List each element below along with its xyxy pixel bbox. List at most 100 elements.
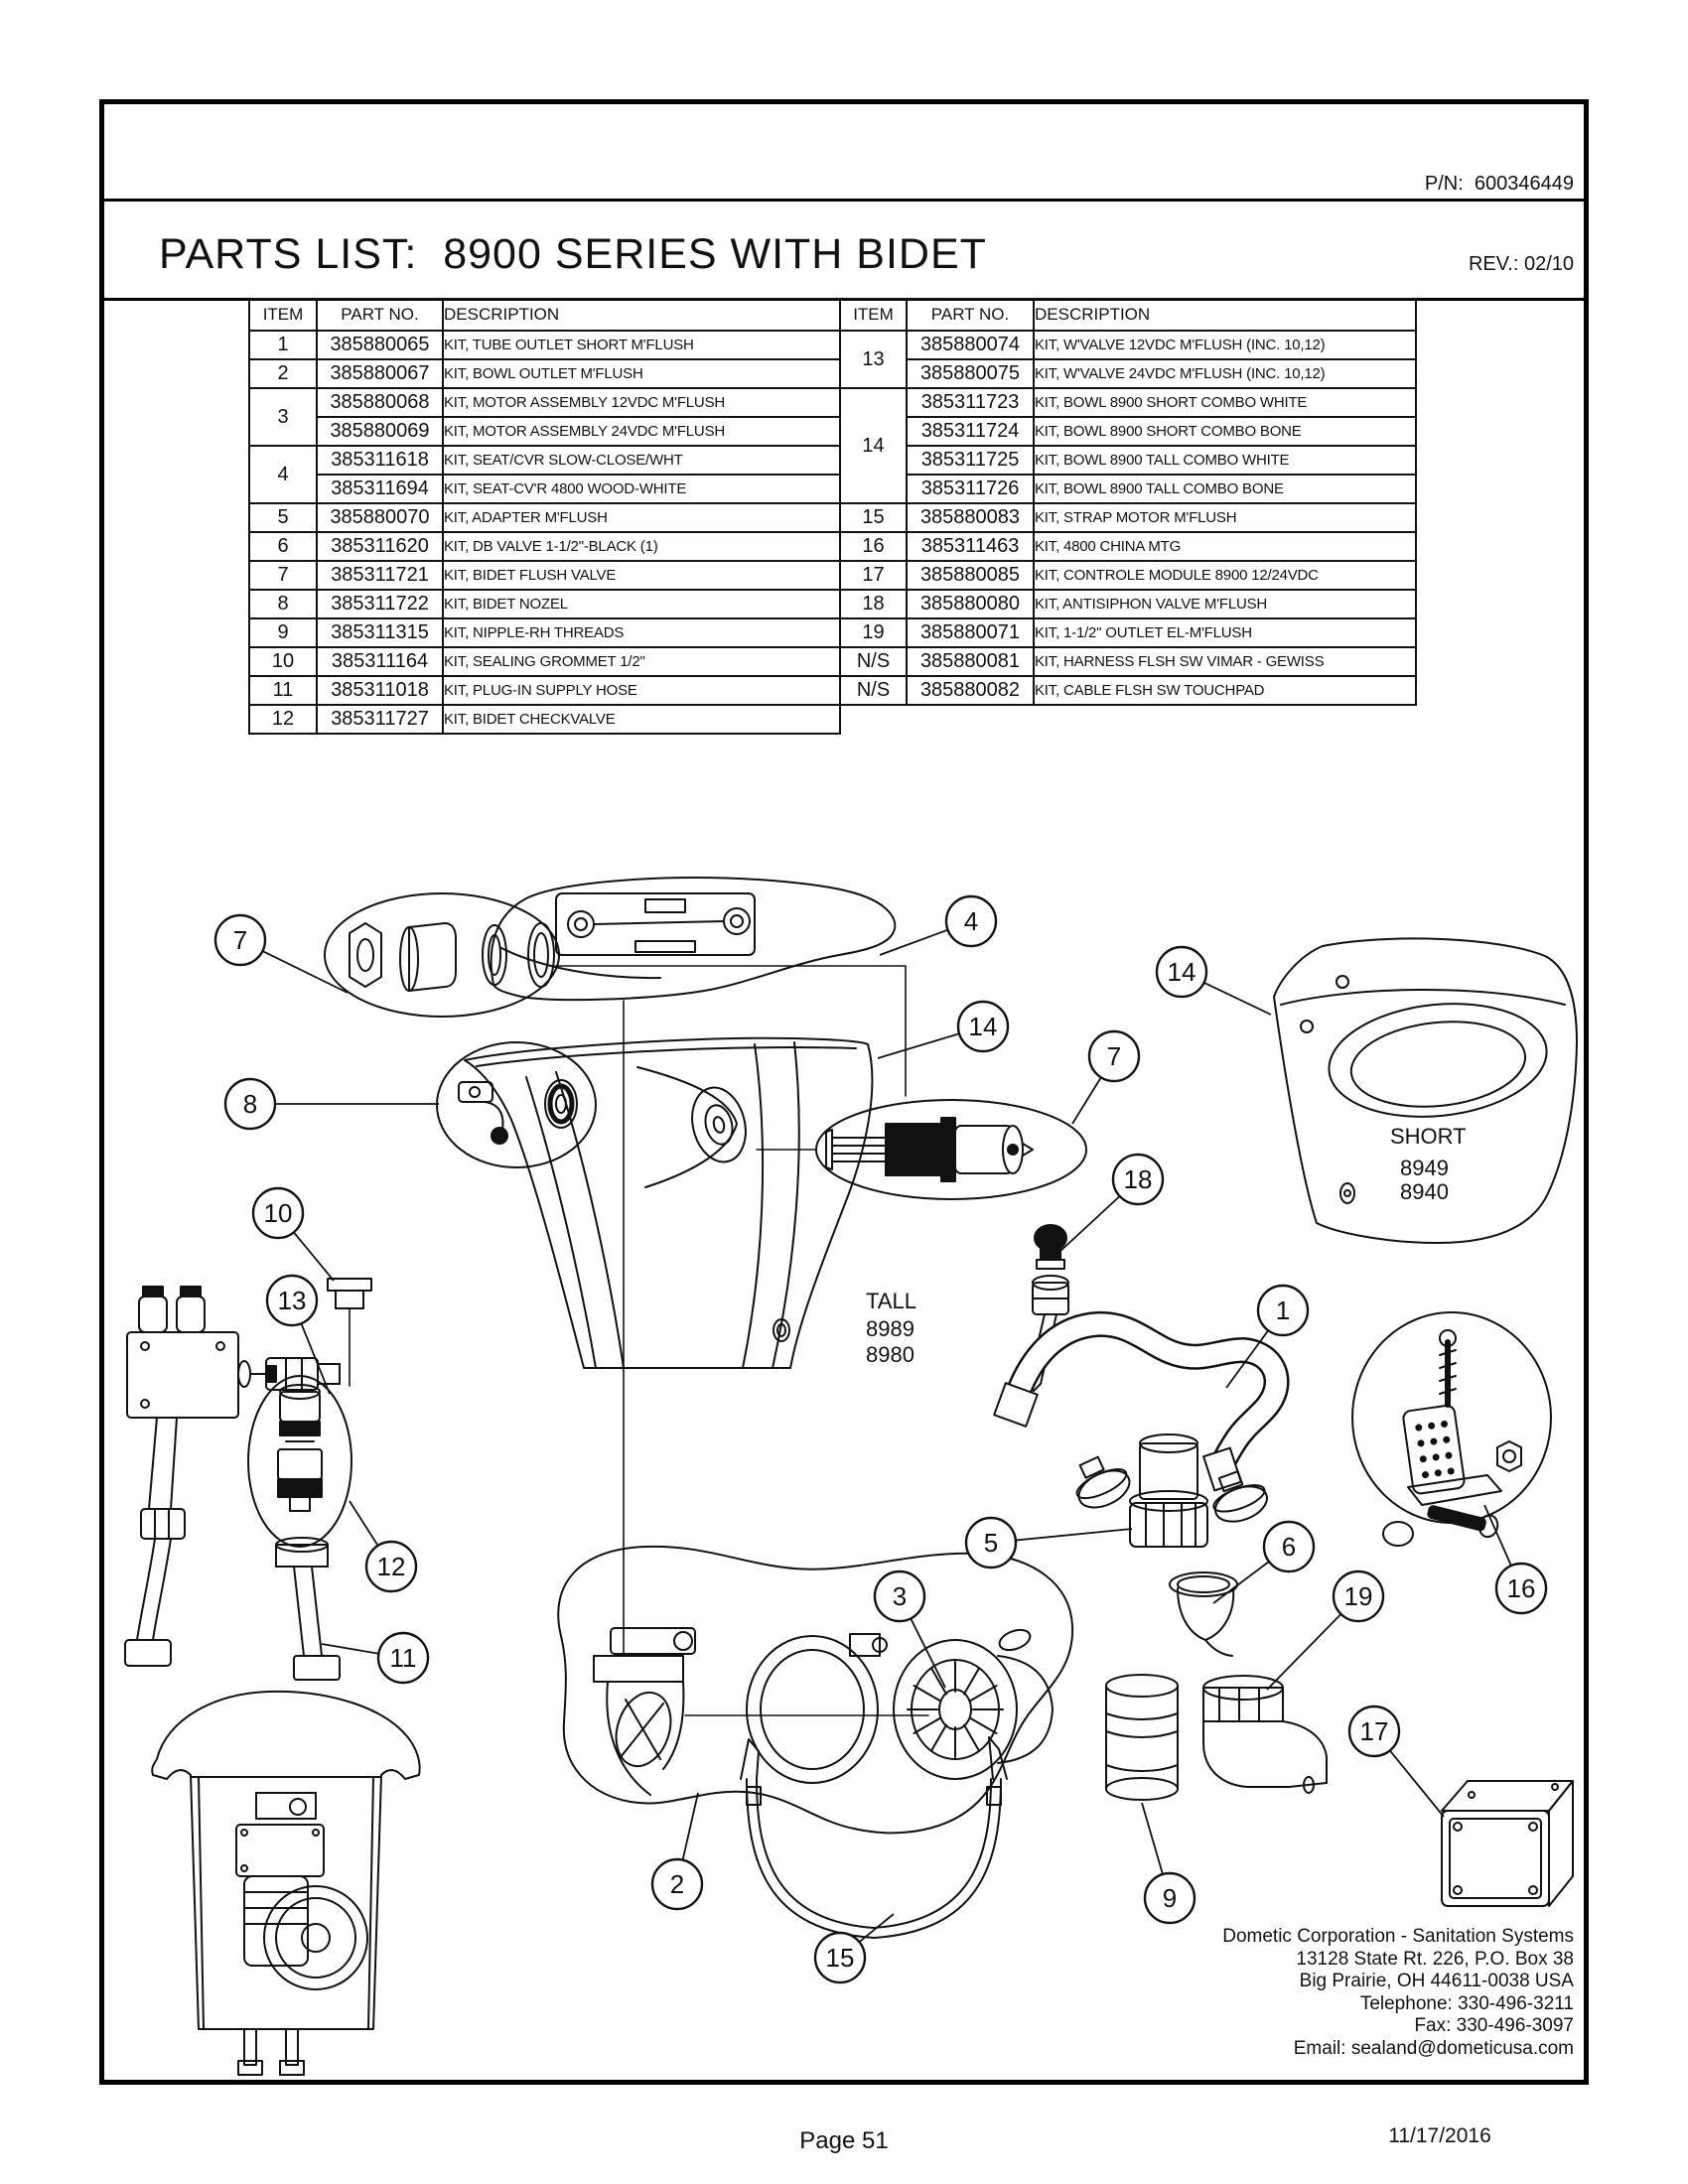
header-divider-line: [99, 199, 1589, 202]
description-cell: KIT, BIDET FLUSH VALVE: [442, 560, 841, 591]
part-no-cell: 385311315: [316, 617, 444, 648]
description-cell: KIT, BOWL OUTLET M'FLUSH: [442, 358, 841, 389]
part-no-cell: 385880085: [906, 560, 1035, 591]
description-cell: KIT, MOTOR ASSEMBLY 12VDC M'FLUSH: [442, 387, 841, 418]
description-cell: KIT, W'VALVE 24VDC M'FLUSH (INC. 10,12): [1033, 358, 1417, 389]
description-cell: KIT, MOTOR ASSEMBLY 24VDC M'FLUSH: [442, 416, 841, 447]
description-cell: KIT, ADAPTER M'FLUSH: [442, 502, 841, 533]
col-header-description: DESCRIPTION: [1033, 298, 1417, 332]
description-cell: KIT, DB VALVE 1-1/2"-BLACK (1): [442, 531, 841, 562]
description-cell: KIT, ANTISIPHON VALVE M'FLUSH: [1033, 589, 1417, 619]
part-no-cell: 385311726: [906, 474, 1035, 504]
part-no-cell: 385311463: [906, 531, 1035, 562]
item-cell: 15: [839, 502, 908, 533]
description-cell: KIT, PLUG-IN SUPPLY HOSE: [442, 675, 841, 706]
col-header-item: ITEM: [248, 298, 318, 332]
table-header-row: ITEM PART NO. DESCRIPTION: [839, 298, 1417, 332]
part-no-cell: 385311164: [316, 646, 444, 677]
address-line: Big Prairie, OH 44611-0038 USA: [1299, 1971, 1574, 1991]
part-number-block: P/N: 600346449 REV.: 02/10: [1092, 117, 1574, 332]
part-no-cell: 385880082: [906, 675, 1035, 706]
rev-line: REV.: 02/10: [1468, 253, 1574, 275]
part-no-cell: 385880071: [906, 617, 1035, 648]
item-cell: 7: [248, 560, 318, 591]
description-cell: KIT, BOWL 8900 TALL COMBO WHITE: [1033, 445, 1417, 476]
description-cell: KIT, BOWL 8900 SHORT COMBO WHITE: [1033, 387, 1417, 418]
description-cell: KIT, CONTROLE MODULE 8900 12/24VDC: [1033, 560, 1417, 591]
page-border-frame: [99, 99, 1589, 2085]
part-no-cell: 385880065: [316, 330, 444, 360]
description-cell: KIT, 4800 CHINA MTG: [1033, 531, 1417, 562]
description-cell: KIT, TUBE OUTLET SHORT M'FLUSH: [442, 330, 841, 360]
col-header-description: DESCRIPTION: [442, 298, 841, 332]
part-no-cell: 385880067: [316, 358, 444, 389]
item-cell: 14: [839, 387, 908, 504]
description-cell: KIT, NIPPLE-RH THREADS: [442, 617, 841, 648]
part-no-cell: 385311721: [316, 560, 444, 591]
part-no-cell: 385880080: [906, 589, 1035, 619]
item-cell: 12: [248, 704, 318, 735]
item-cell: 5: [248, 502, 318, 533]
address-line: Telephone: 330-496-3211: [1359, 1992, 1574, 2014]
pn-line: P/N: 600346449: [1424, 173, 1574, 195]
address-line: Fax: 330-496-3097: [1414, 2015, 1574, 2036]
description-cell: KIT, SEAT/CVR SLOW-CLOSE/WHT: [442, 445, 841, 476]
description-cell: KIT, STRAP MOTOR M'FLUSH: [1033, 502, 1417, 533]
company-address-block: Dometic Corporation - Sanitation Systems…: [993, 1926, 1574, 2060]
part-no-cell: 385880068: [316, 387, 444, 418]
part-no-cell: 385311727: [316, 704, 444, 735]
description-cell: KIT, BIDET NOZEL: [442, 589, 841, 619]
item-cell: 2: [248, 358, 318, 389]
footer-page-number: Page 51: [799, 2127, 889, 2154]
item-cell: 17: [839, 560, 908, 591]
item-cell: 4: [248, 445, 318, 504]
item-cell: 18: [839, 589, 908, 619]
item-cell: 19: [839, 617, 908, 648]
part-no-cell: 385311694: [316, 474, 444, 504]
item-cell: 13: [839, 330, 908, 389]
item-cell: 11: [248, 675, 318, 706]
item-cell: 10: [248, 646, 318, 677]
part-no-cell: 385311724: [906, 416, 1035, 447]
address-line: 13128 State Rt. 226, P.O. Box 38: [1296, 1948, 1574, 1970]
page-title: PARTS LIST: 8900 SERIES WITH BIDET: [159, 230, 987, 278]
item-cell: N/S: [839, 646, 908, 677]
description-cell: KIT, BOWL 8900 SHORT COMBO BONE: [1033, 416, 1417, 447]
item-cell: 9: [248, 617, 318, 648]
description-cell: KIT, CABLE FLSH SW TOUCHPAD: [1033, 675, 1417, 706]
item-cell: 8: [248, 589, 318, 619]
description-cell: KIT, SEALING GROMMET 1/2": [442, 646, 841, 677]
description-cell: KIT, W'VALVE 12VDC M'FLUSH (INC. 10,12): [1033, 330, 1417, 360]
part-no-cell: 385311620: [316, 531, 444, 562]
description-cell: KIT, HARNESS FLSH SW VIMAR - GEWISS: [1033, 646, 1417, 677]
address-line: Email: sealand@dometicusa.com: [1293, 2037, 1574, 2059]
part-no-cell: 385880069: [316, 416, 444, 447]
table-header-row: ITEM PART NO. DESCRIPTION: [248, 298, 841, 332]
part-no-cell: 385880083: [906, 502, 1035, 533]
footer-date: 11/17/2016: [1388, 2124, 1491, 2147]
item-cell: 3: [248, 387, 318, 447]
part-no-cell: 385880074: [906, 330, 1035, 360]
